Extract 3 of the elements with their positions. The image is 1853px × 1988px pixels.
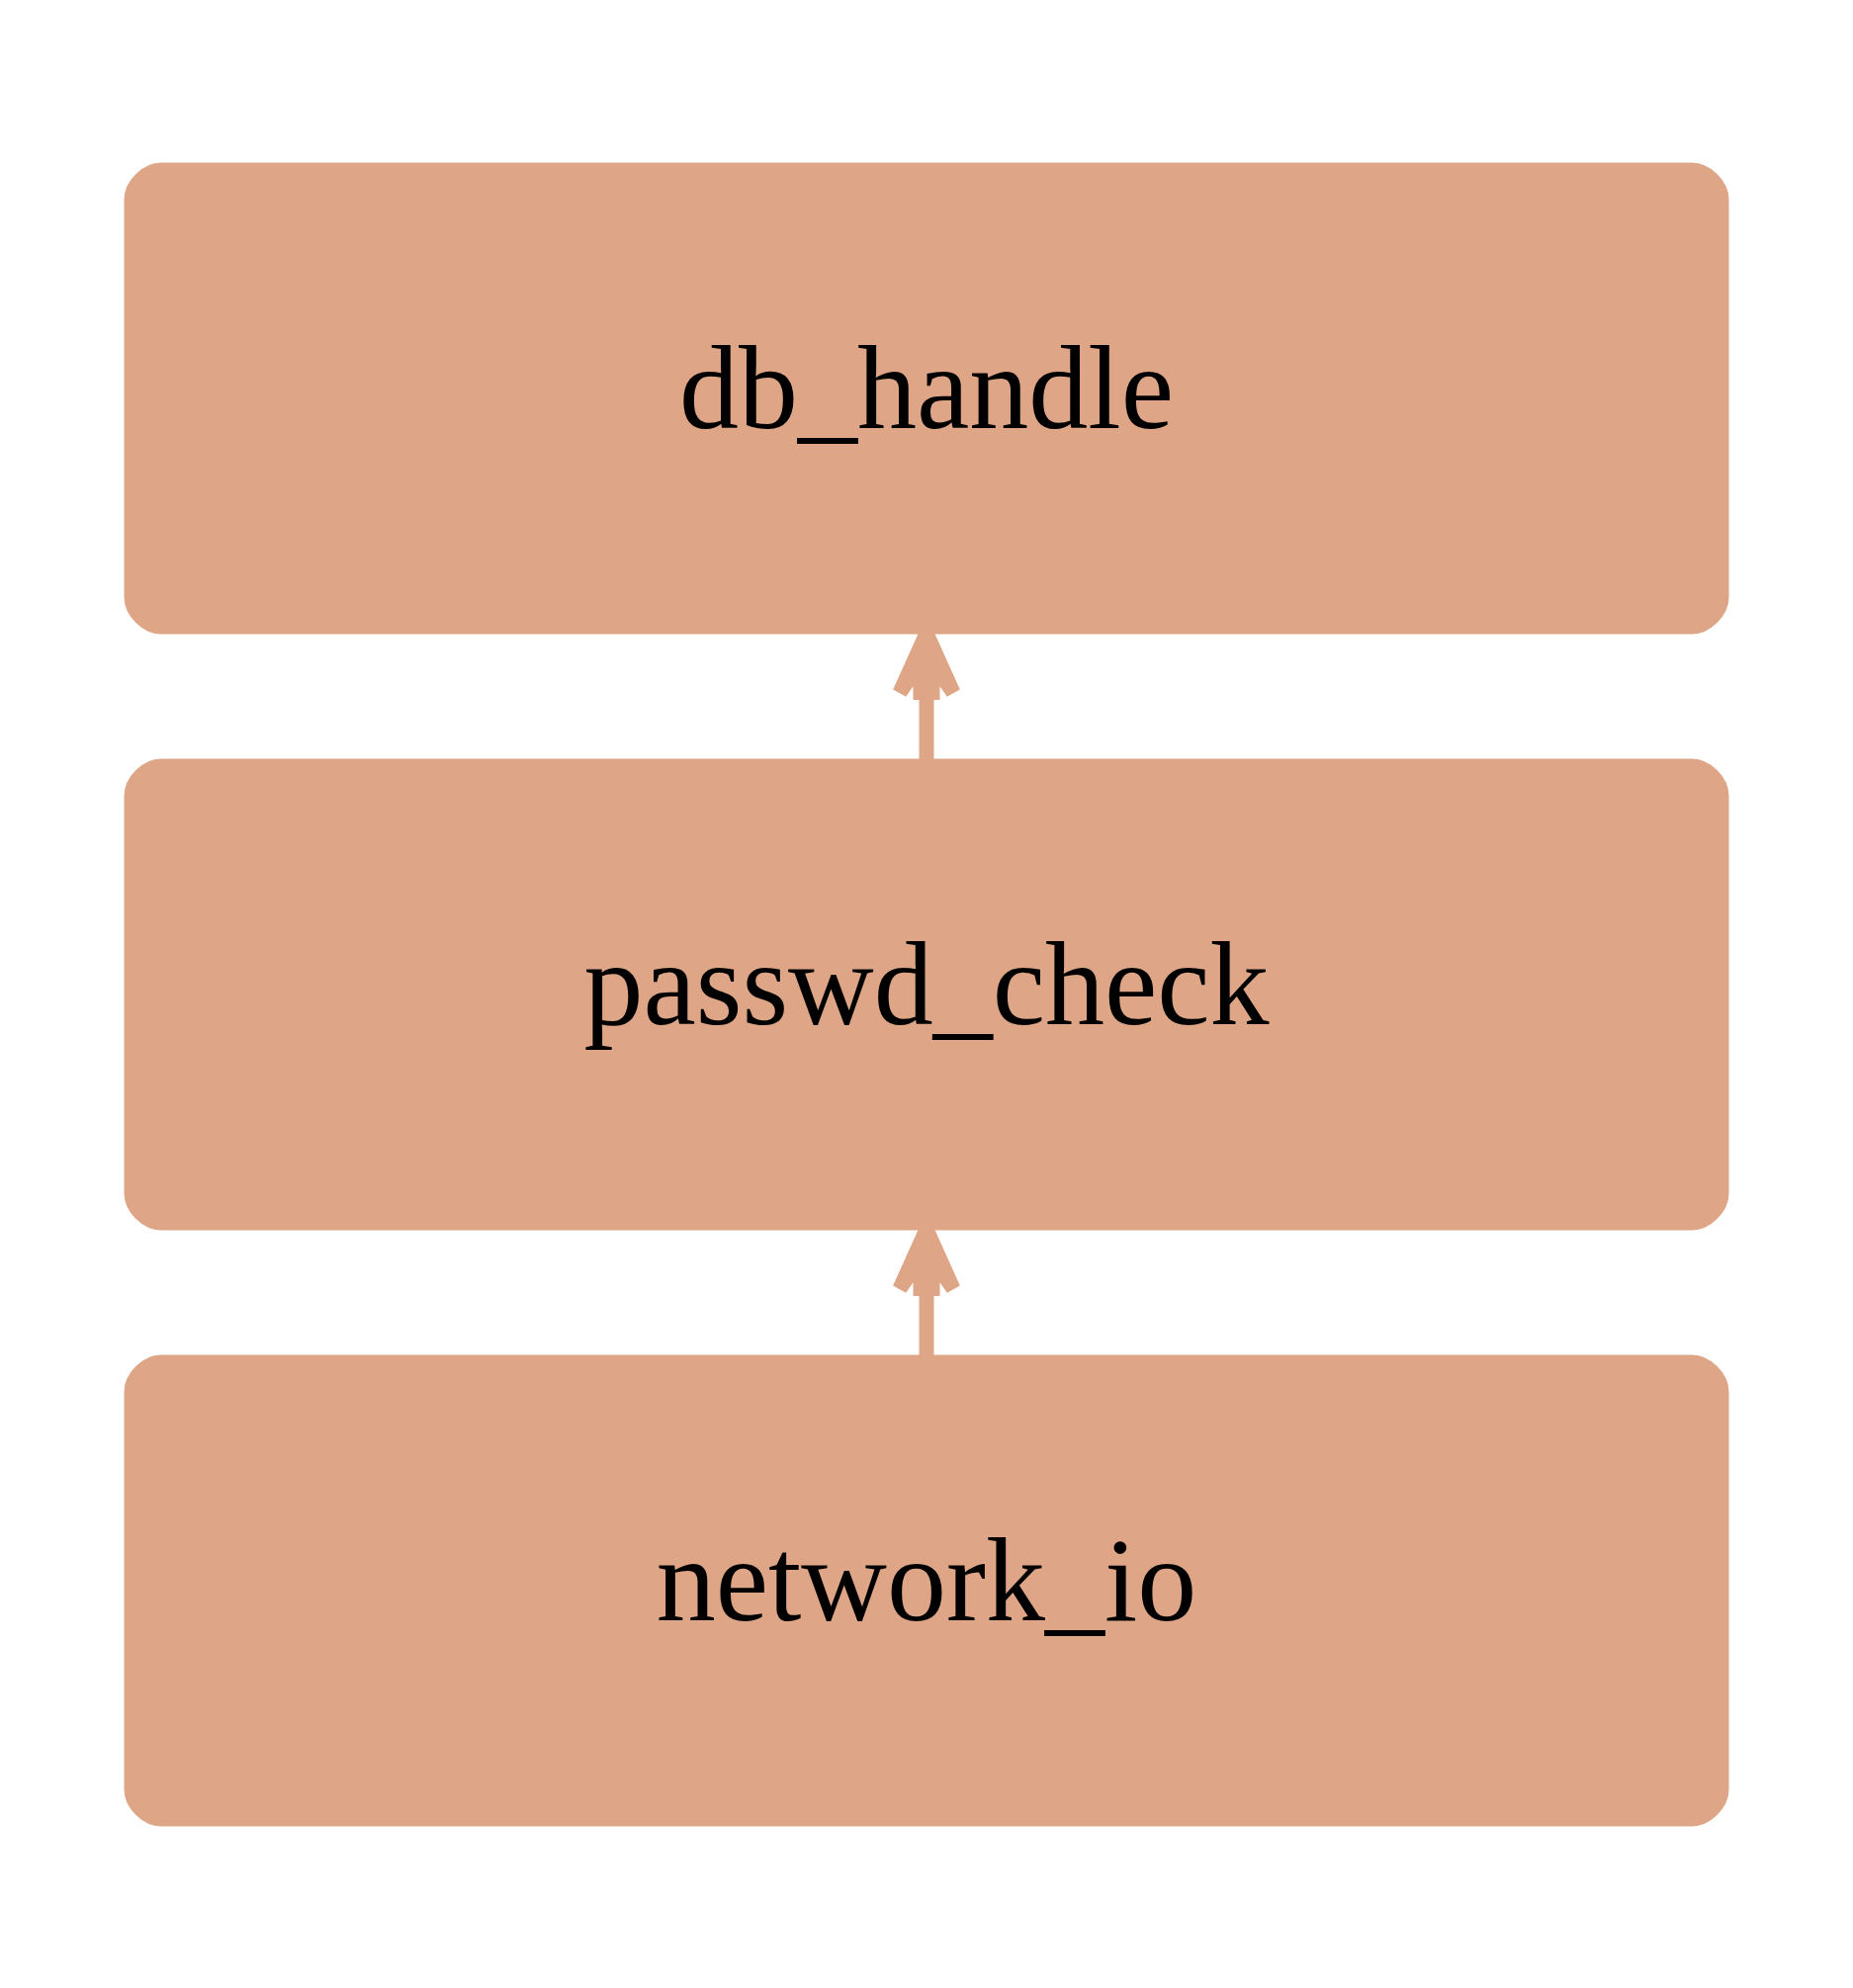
node-box: passwd_check (124, 758, 1729, 1230)
node-box: network_io (124, 1354, 1729, 1826)
node-box: db_handle (124, 162, 1729, 634)
